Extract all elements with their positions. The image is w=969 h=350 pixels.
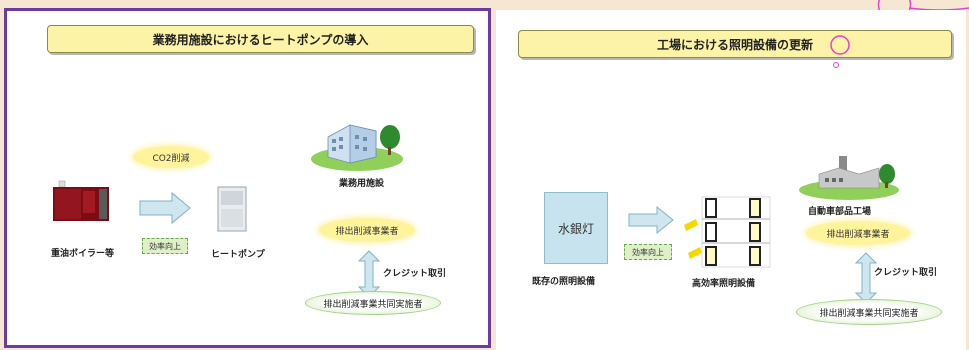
right-title-banner: 工場における照明設備の更新 <box>518 30 952 58</box>
factory-icon <box>799 156 899 200</box>
facility-label: 業務用施設 <box>339 179 385 189</box>
credit-label: クレジット取引 <box>383 269 447 279</box>
left-title-banner: 業務用施設におけるヒートポンプの導入 <box>47 25 474 53</box>
led-lighting-icon <box>684 196 771 268</box>
upgrade-arrow-right <box>628 205 674 235</box>
new-lighting-label: 高効率照明設備 <box>692 279 756 289</box>
efficiency-tag: 効率向上 <box>142 238 188 254</box>
commercial-building-icon <box>311 124 403 171</box>
partner-badge: 排出削減事業共同実施者 <box>305 291 441 315</box>
partner-badge-right: 排出削減事業共同実施者 <box>796 299 942 325</box>
credit-label-right: クレジット取引 <box>874 268 938 278</box>
heatpump-icon <box>217 186 247 232</box>
efficiency-tag-right: 効率向上 <box>624 244 672 260</box>
upgrade-arrow <box>139 191 191 225</box>
annotation-circle-title <box>830 35 850 68</box>
right-panel: 工場における照明設備の更新 水銀灯 既存の照明設備 効率向上 高効率照明設備 自… <box>496 10 966 350</box>
credit-double-arrow-right <box>854 252 878 304</box>
left-panel: 業務用施設におけるヒートポンプの導入 CO2削減 重油ボイラー等 効率向上 ヒー… <box>4 8 491 348</box>
existing-lighting-label: 既存の照明設備 <box>532 277 596 287</box>
heatpump-label: ヒートポンプ <box>211 250 265 260</box>
boiler-icon <box>53 180 109 221</box>
mercury-lamp-box: 水銀灯 <box>544 192 608 264</box>
emitter-badge-right: 排出削減事業者 <box>806 221 910 245</box>
boiler-label: 重油ボイラー等 <box>51 249 115 259</box>
co2-reduction-badge: CO2削減 <box>133 146 209 168</box>
factory-label: 自動車部品工場 <box>808 207 872 217</box>
emitter-badge: 排出削減事業者 <box>319 218 415 242</box>
